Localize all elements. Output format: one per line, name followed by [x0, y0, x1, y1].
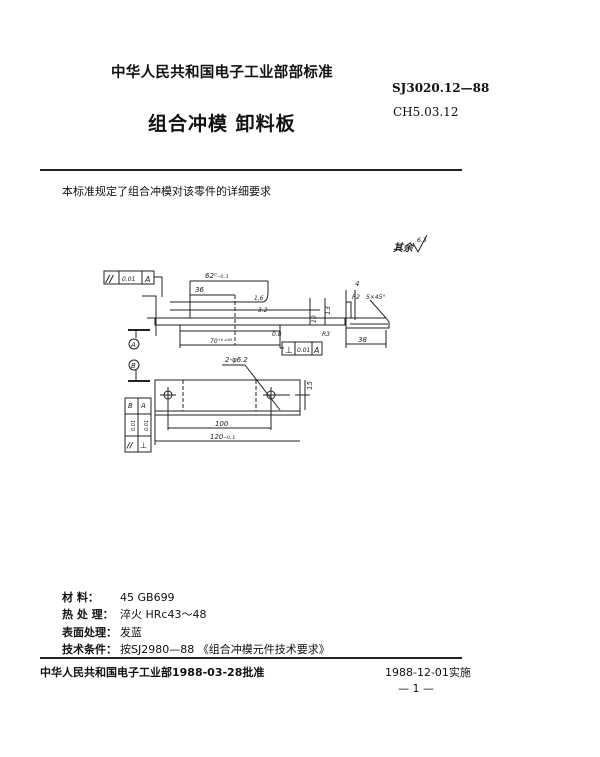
effective-date: 1988-12-01实施 — [385, 666, 471, 679]
plan-view: B 2-φ6.2 100 120₋₀.₁ 15 — [128, 356, 314, 445]
roughness-symbol-icon — [412, 234, 428, 254]
svg-text:2-φ6.2: 2-φ6.2 — [225, 356, 248, 364]
tolerance-frame-top: // 0.01 A — [103, 270, 163, 297]
spec-heat-treatment: 热 处 理：淬火 HRc43～48 — [62, 608, 207, 621]
svg-text:A: A — [140, 402, 146, 410]
svg-text:36: 36 — [195, 286, 204, 294]
svg-text:5×45°: 5×45° — [366, 294, 385, 301]
svg-text:4: 4 — [355, 280, 359, 288]
svg-text:120₋₀.₁: 120₋₀.₁ — [210, 433, 235, 441]
svg-text:3.2: 3.2 — [258, 307, 268, 314]
document-title: 组合冲模 卸料板 — [148, 113, 296, 135]
tolerance-frame-side: B A 0.01 0.01 // ⊥ — [124, 397, 152, 453]
svg-text:⊥: ⊥ — [140, 441, 147, 450]
issuer-title: 中华人民共和国电子工业部部标准 — [111, 65, 333, 81]
svg-text:62⁰₋₀.₁: 62⁰₋₀.₁ — [205, 272, 228, 280]
svg-text:A: A — [313, 346, 319, 355]
tolerance-frame-bottom: ⊥ 0.01 A — [280, 341, 323, 356]
svg-text:0.01: 0.01 — [131, 420, 137, 431]
svg-text:10: 10 — [311, 315, 318, 323]
svg-text:70⁺⁰·⁰⁴⁵: 70⁺⁰·⁰⁴⁵ — [210, 338, 233, 345]
side-view: 4 R2 5×45° R3 38 — [322, 280, 390, 348]
approval-text: 中华人民共和国电子工业部1988-03-28批准 — [40, 666, 265, 679]
svg-text://: // — [105, 274, 115, 285]
datum-b-label: B — [131, 362, 136, 370]
svg-text:38: 38 — [358, 336, 367, 344]
svg-text:A: A — [144, 275, 150, 284]
svg-text:R2: R2 — [352, 294, 360, 301]
classification-code: CH5.03.12 — [393, 105, 459, 119]
spec-technical-conditions: 技术条件：按SJ2980—88 《组合冲模元件技术要求》 — [62, 643, 330, 656]
svg-text:B: B — [128, 402, 133, 410]
svg-text:100: 100 — [215, 420, 229, 428]
front-view: A 62⁰₋₀.₁ 36 70⁺⁰·⁰⁴⁵ 13 10 1.6 3.2 0.8 — [128, 272, 346, 350]
page-number: — 1 — — [398, 682, 434, 695]
svg-text:R3: R3 — [322, 331, 330, 338]
roughness-general: 6.3 — [417, 237, 427, 244]
footer-divider — [40, 657, 462, 659]
spec-surface-treatment: 表面处理：发蓝 — [62, 626, 142, 639]
svg-text:1.6: 1.6 — [254, 295, 264, 302]
svg-text:15: 15 — [306, 381, 314, 390]
surface-note: 其余 — [393, 242, 415, 254]
spec-material: 材 料：45 GB699 — [62, 591, 175, 604]
header-divider — [40, 169, 462, 171]
intro-text: 本标准规定了组合冲模对该零件的详细要求 — [62, 185, 271, 198]
datum-a-label: A — [130, 341, 136, 349]
svg-text://: // — [126, 441, 134, 450]
svg-text:0.01: 0.01 — [122, 276, 135, 283]
svg-text:0.01: 0.01 — [297, 347, 310, 354]
svg-text:0.01: 0.01 — [144, 420, 150, 431]
svg-text:13: 13 — [324, 306, 332, 315]
svg-text:⊥: ⊥ — [285, 346, 293, 356]
svg-text:0.8: 0.8 — [272, 331, 282, 338]
standard-number: SJ3020.12—88 — [392, 81, 490, 95]
